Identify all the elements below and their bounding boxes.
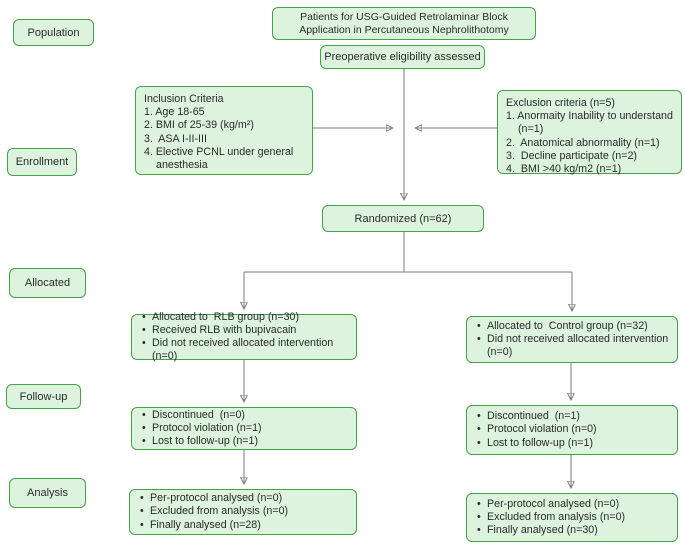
control-allocation-box: Allocated to Control group (n=32) Did no… bbox=[466, 316, 678, 363]
title-text: Patients for USG-Guided Retrolaminar Blo… bbox=[299, 11, 509, 36]
stage-label-enrollment: Enrollment bbox=[7, 148, 77, 176]
exclusion-item: 2. Anatomical abnormality (n=1) bbox=[506, 136, 660, 149]
exclusion-criteria-box: Exclusion criteria (n=5) 1. Anormaity In… bbox=[497, 90, 682, 176]
stage-label-population: Population bbox=[13, 19, 94, 46]
list-item: Did not received allocated intervention … bbox=[477, 333, 669, 359]
list-item: Finally analysed (n=30) bbox=[477, 524, 669, 537]
list-item: Protocol violation (n=1) bbox=[142, 422, 348, 435]
list-item: Allocated to Control group (n=32) bbox=[477, 320, 669, 333]
list-item: Allocated to RLB group (n=30) bbox=[142, 311, 348, 324]
list-item: Per-protocol analysed (n=0) bbox=[477, 498, 669, 511]
stage-label-analysis: Analysis bbox=[9, 478, 86, 508]
list-item: Finally analysed (n=28) bbox=[140, 519, 348, 532]
list-item: Did not received allocated intervention … bbox=[142, 337, 348, 363]
title-box: Patients for USG-Guided Retrolaminar Blo… bbox=[272, 7, 536, 40]
list-item: Discontinued (n=0) bbox=[142, 409, 348, 422]
exclusion-heading: Exclusion criteria (n=5) bbox=[506, 97, 615, 109]
exclusion-item: 4. BMI >40 kg/m2 (n=1) bbox=[506, 163, 622, 176]
stage-label-text: Population bbox=[27, 26, 80, 39]
control-followup-box: Discontinued (n=1) Protocol violation (n… bbox=[466, 405, 678, 455]
stage-label-text: Analysis bbox=[27, 487, 68, 499]
list-item: Excluded from analysis (n=0) bbox=[140, 505, 348, 518]
control-analysis-box: Per-protocol analysed (n=0) Excluded fro… bbox=[466, 493, 678, 542]
randomized-box: Randomized (n=62) bbox=[322, 205, 484, 232]
stage-label-allocated: Allocated bbox=[9, 268, 86, 298]
randomized-text: Randomized (n=62) bbox=[354, 212, 452, 225]
list-item: Lost to follow-up (n=1) bbox=[142, 435, 348, 448]
rlb-analysis-box: Per-protocol analysed (n=0) Excluded fro… bbox=[129, 489, 357, 535]
list-item: Excluded from analysis (n=0) bbox=[477, 511, 669, 524]
inclusion-item: 3. ASA I-II-III bbox=[144, 132, 207, 145]
eligibility-box: Preoperative eligibility assessed bbox=[320, 45, 485, 69]
stage-label-followup: Follow-up bbox=[6, 384, 81, 409]
inclusion-item: 4. Elective PCNL under general anesthesi… bbox=[144, 145, 297, 172]
list-item: Discontinued (n=1) bbox=[477, 410, 669, 423]
eligibility-text: Preoperative eligibility assessed bbox=[324, 51, 481, 63]
stage-label-text: Allocated bbox=[24, 277, 71, 289]
stage-label-text: Follow-up bbox=[19, 390, 68, 403]
exclusion-item: 1. Anormaity Inability to understand (n=… bbox=[506, 110, 676, 136]
rlb-allocation-box: Allocated to RLB group (n=30) Received R… bbox=[131, 311, 357, 363]
list-item: Protocol violation (n=0) bbox=[477, 423, 669, 436]
list-item: Lost to follow-up (n=1) bbox=[477, 437, 669, 450]
inclusion-item: 2. BMI of 25-39 (kg/m²) bbox=[144, 119, 254, 132]
rlb-followup-box: Discontinued (n=0) Protocol violation (n… bbox=[131, 407, 357, 450]
inclusion-heading: Inclusion Criteria bbox=[144, 93, 224, 105]
list-item: Received RLB with bupivacain bbox=[142, 324, 348, 337]
exclusion-item: 3. Decline participate (n=2) bbox=[506, 149, 637, 162]
list-item: Per-protocol analysed (n=0) bbox=[140, 492, 348, 505]
inclusion-item: 1. Age 18-65 bbox=[144, 106, 205, 119]
inclusion-criteria-box: Inclusion Criteria 1. Age 18-65 2. BMI o… bbox=[135, 86, 313, 175]
stage-label-text: Enrollment bbox=[15, 156, 69, 168]
